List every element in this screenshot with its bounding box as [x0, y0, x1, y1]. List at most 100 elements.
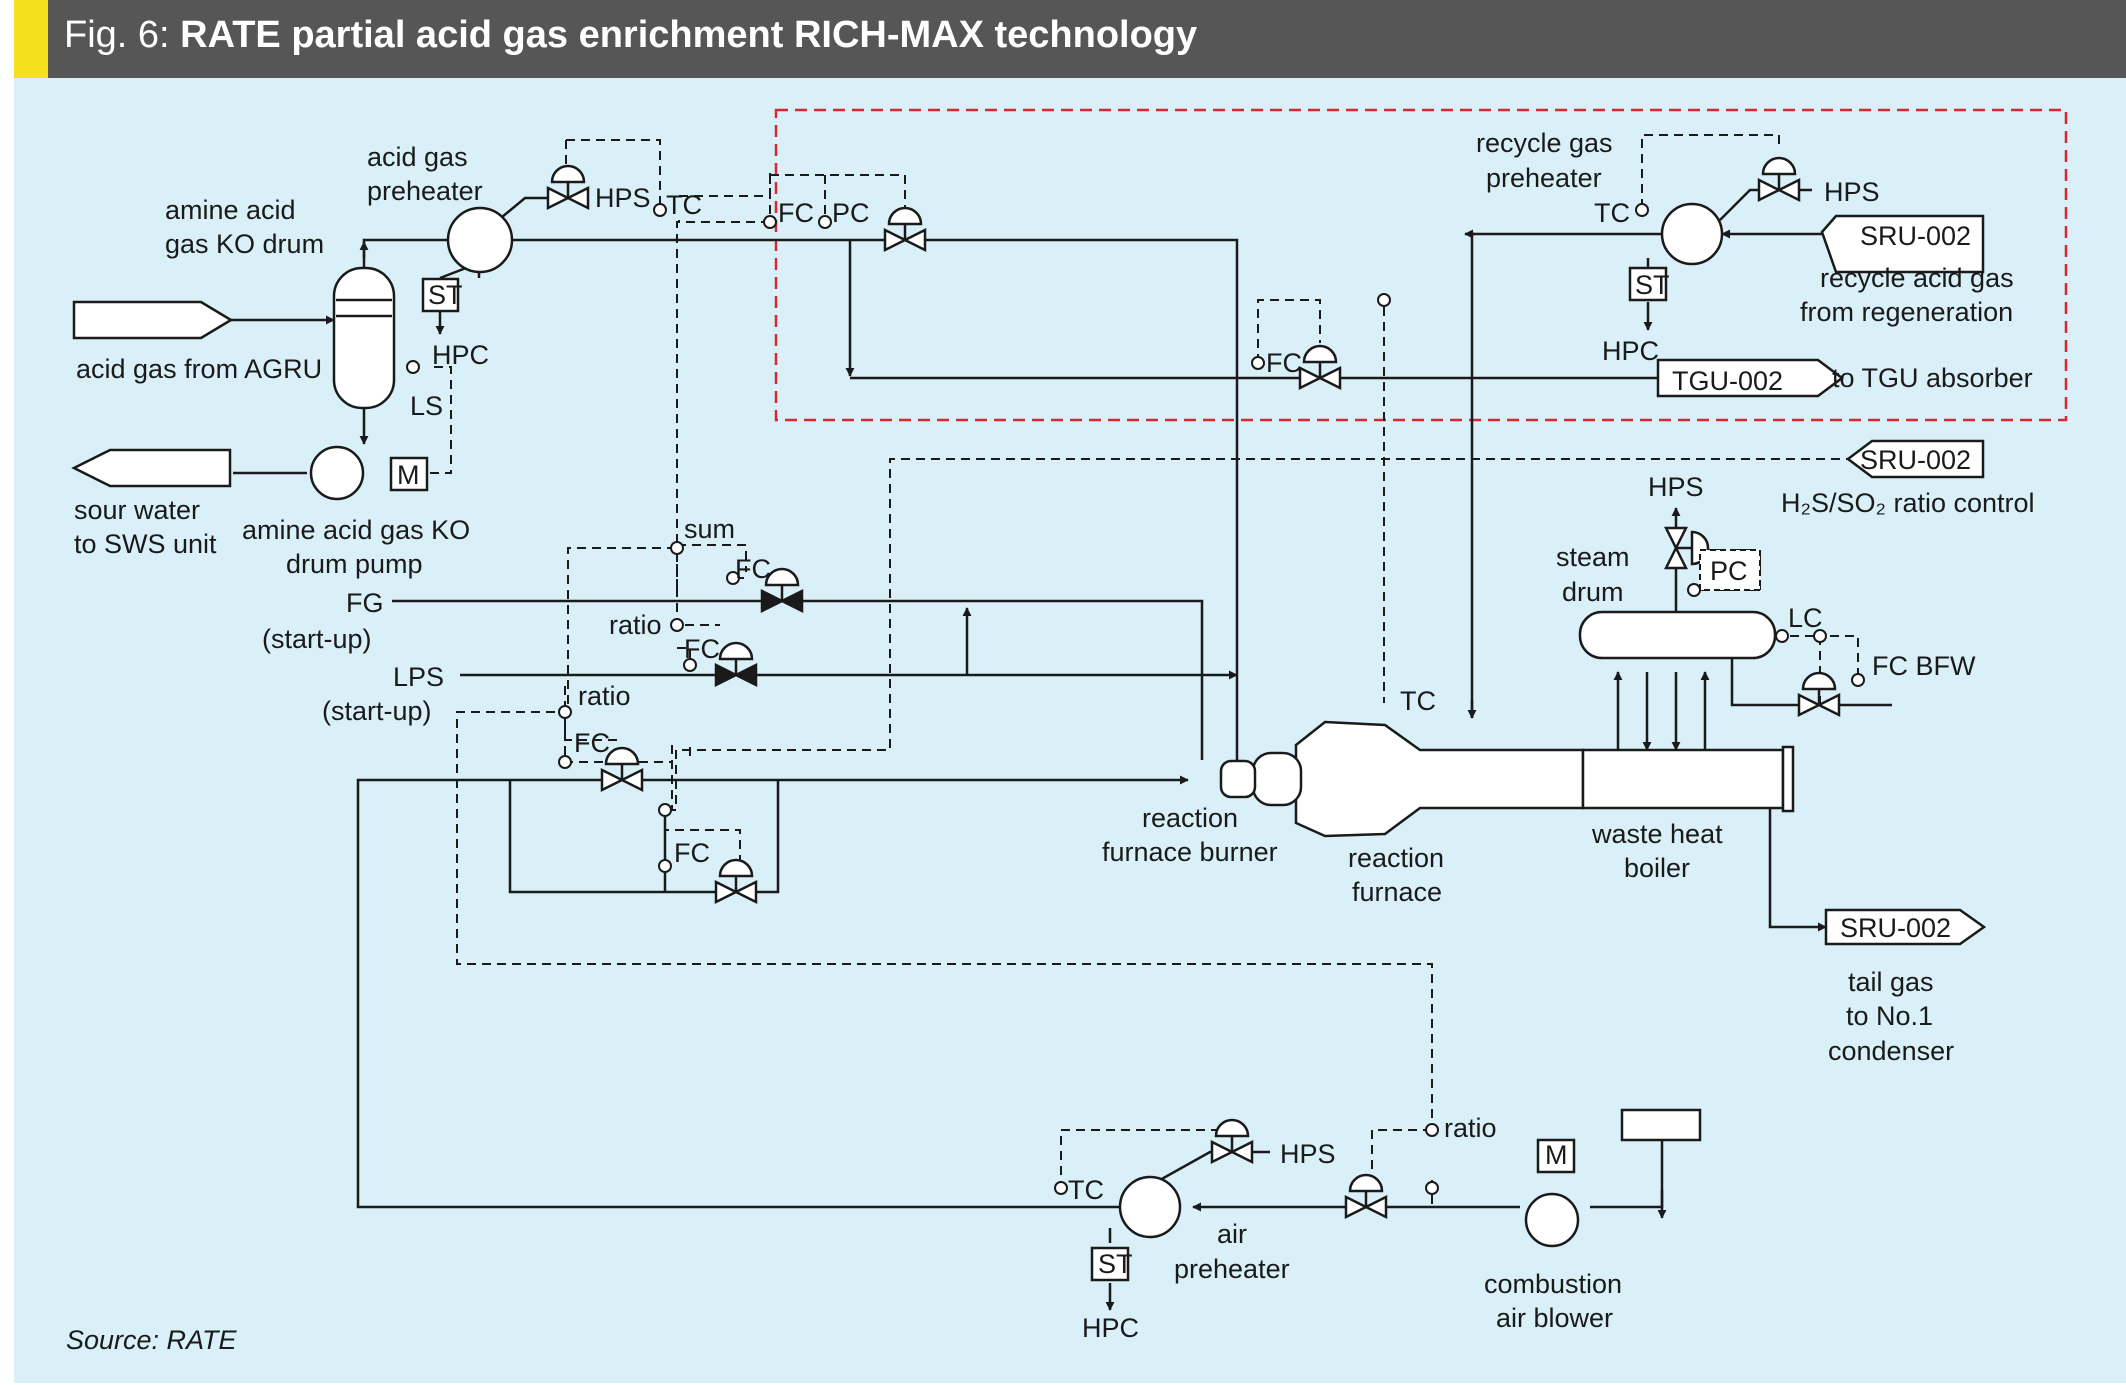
combustion-air-line: [356, 775, 1189, 1209]
label-ratio-lps: ratio: [609, 610, 662, 640]
label-combustion: combustion: [1484, 1269, 1622, 1299]
label-tgu-002: TGU-002: [1672, 366, 1783, 396]
st-box-acid: [421, 277, 460, 313]
valve-steam-hps: [1663, 526, 1710, 570]
label-recycle-preheater: preheater: [1486, 163, 1602, 193]
fg-line: [392, 599, 1204, 760]
figure-header: Fig. 6: RATE partial acid gas enrichment…: [14, 0, 2126, 78]
label-drum: drum: [1562, 577, 1624, 607]
valve-tgu-fc: [1298, 344, 1342, 391]
valve-air-ratio: [1344, 1173, 1388, 1220]
label-ratio-air: ratio: [578, 681, 631, 711]
sour-water-connector: [71, 448, 232, 488]
label-hps-air: HPS: [1280, 1139, 1336, 1169]
valve-acid-gas-preheater: [546, 164, 590, 211]
source-note: Source: RATE: [66, 1325, 237, 1355]
acid-gas-main-line: [513, 238, 1239, 780]
label-acid-gas-from-agru: acid gas from AGRU: [76, 354, 322, 384]
label-tc-acid: TC: [666, 190, 702, 220]
tgu-002-connector: [1656, 358, 1845, 398]
pc-box-steam: [1699, 549, 1761, 591]
furnace-end-cap: [1251, 751, 1303, 807]
valve-acid-gas-pc: [883, 206, 927, 253]
label-hps-recycle: HPS: [1824, 177, 1880, 207]
label-sum: sum: [684, 514, 735, 544]
agru-feed-connector: [72, 300, 234, 340]
motor-box-pump: [389, 456, 429, 492]
label-tc-furnace: TC: [1400, 686, 1436, 716]
st-box-recycle: [1628, 266, 1668, 302]
label-hps-steam: HPS: [1648, 472, 1704, 502]
valve-air-preheater-hps: [1210, 1118, 1254, 1165]
air-bypass-loop: [508, 780, 780, 894]
label-fc-acid: FC: [778, 198, 814, 228]
reaction-furnace-burner: [1219, 759, 1257, 799]
label-fc-fg: FC: [735, 554, 771, 584]
label-h2s-so2-ratio-control: H₂S/SO₂ ratio control: [1781, 488, 2035, 518]
label-st-air: ST: [1098, 1249, 1133, 1279]
label-furnace-2: furnace: [1352, 877, 1442, 907]
air-intake: [1590, 1140, 1664, 1209]
label-acid-gas-preheater: preheater: [367, 176, 483, 206]
label-recycle-gas: recycle gas: [1476, 128, 1613, 158]
label-sru-tail: SRU-002: [1840, 913, 1951, 943]
label-st-recycle: ST: [1635, 270, 1670, 300]
drum-overhead-line: [362, 238, 447, 268]
label-pc-acid: PC: [832, 198, 870, 228]
label-ratio-blower: ratio: [1444, 1113, 1497, 1143]
valve-bfw: [1797, 671, 1841, 718]
figure-title: Fig. 6: RATE partial acid gas enrichment…: [64, 14, 1197, 57]
label-hps-acid: HPS: [595, 183, 651, 213]
air-preheater: [1118, 1175, 1182, 1239]
label-hpc-air: HPC: [1082, 1313, 1139, 1343]
valve-air-main: [600, 746, 644, 793]
label-fc-tgu: FC: [1266, 348, 1302, 378]
label-lps: LPS: [393, 662, 444, 692]
label-m-blower: M: [1545, 1140, 1568, 1170]
label-lc: LC: [1788, 603, 1823, 633]
recycle-boundary: [774, 108, 2068, 422]
label-acid-gas: acid gas: [367, 142, 468, 172]
label-hpc-recycle: HPC: [1602, 336, 1659, 366]
accent-bar: [14, 0, 48, 78]
label-to-no1: to No.1: [1846, 1001, 1933, 1031]
label-burner-2: furnace burner: [1102, 837, 1278, 867]
label-gas-ko-drum: gas KO drum: [165, 229, 324, 259]
label-sru-ratio: SRU-002: [1860, 445, 1971, 475]
figure-title-text: RATE partial acid gas enrichment RICH-MA…: [180, 14, 1198, 56]
sru-002-tail-gas-connector: [1824, 908, 1987, 946]
st-box-air: [1090, 1246, 1130, 1282]
label-fc-air-trim: FC: [674, 838, 710, 868]
label-fc-air: FC: [574, 728, 610, 758]
label-pump-1: amine acid gas KO: [242, 515, 470, 545]
label-hpc-acid: HPC: [432, 340, 489, 370]
label-air: air: [1217, 1219, 1247, 1249]
sru-002-ratio-connector: [1845, 439, 1985, 479]
label-tc-air: TC: [1068, 1175, 1104, 1205]
label-pc-steam: PC: [1710, 556, 1748, 586]
label-tail-gas: tail gas: [1848, 967, 1934, 997]
label-pump-2: drum pump: [286, 549, 423, 579]
label-burner-1: reaction: [1142, 803, 1238, 833]
label-fc-lps: FC: [684, 634, 720, 664]
label-tc-recycle: TC: [1594, 198, 1630, 228]
steam-drum: [1578, 610, 1777, 660]
label-ls: LS: [410, 391, 443, 421]
label-lps-startup: (start-up): [322, 696, 432, 726]
amine-acid-gas-ko-drum-pump: [309, 445, 365, 501]
label-air-blower: air blower: [1496, 1303, 1613, 1333]
motor-box-blower: [1536, 1138, 1576, 1174]
valve-recycle-hps: [1757, 156, 1801, 203]
tail-gas-line: [1768, 808, 1827, 932]
recycle-gas-preheater: [1660, 202, 1724, 266]
acid-gas-preheater: [446, 206, 514, 274]
label-furnace-1: reaction: [1348, 843, 1444, 873]
waste-heat-boiler: [1581, 748, 1785, 810]
label-m-pump: M: [397, 460, 420, 490]
label-steam: steam: [1556, 542, 1630, 572]
label-air-preheater: preheater: [1174, 1254, 1290, 1284]
label-sru-recycle: SRU-002: [1860, 221, 1971, 251]
label-recycle-acid-gas: recycle acid gas: [1820, 263, 2014, 293]
label-fg: FG: [346, 588, 384, 618]
